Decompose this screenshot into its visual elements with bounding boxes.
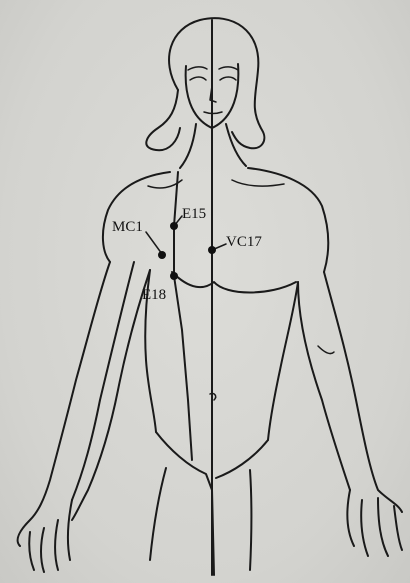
hair-left-side [146,90,180,150]
left-hand [29,500,72,572]
groin-right [216,440,268,478]
point-vc17 [208,246,216,254]
left-arm-inner [72,270,150,520]
point-e18 [170,272,178,280]
right-elbow-detail [318,346,334,354]
label-vc17: VC17 [226,235,262,250]
left-brow [188,67,207,70]
right-shoulder [248,168,328,272]
leg-left [150,468,166,560]
point-mc1 [158,251,166,259]
torso-right-side [268,282,298,440]
mc1-connector [146,232,162,254]
label-e15: E15 [182,207,206,222]
hair-outline [169,18,264,148]
label-mc1: MC1 [112,220,143,235]
right-hand [347,490,402,556]
left-eye [190,77,206,80]
leg-right [250,470,252,570]
point-e15 [170,222,178,230]
right-eye [220,77,236,80]
collarbone-right [232,180,284,186]
groin-left [156,432,212,490]
left-shoulder [103,172,170,262]
bust-curve [172,272,296,293]
label-e18: E18 [142,288,166,303]
left-arm-inner-2 [72,262,134,500]
neck-left [180,124,196,168]
right-arm-inner [298,282,350,490]
right-brow [219,67,238,70]
right-arm-outer [324,272,402,512]
left-arm-outer [18,262,110,546]
